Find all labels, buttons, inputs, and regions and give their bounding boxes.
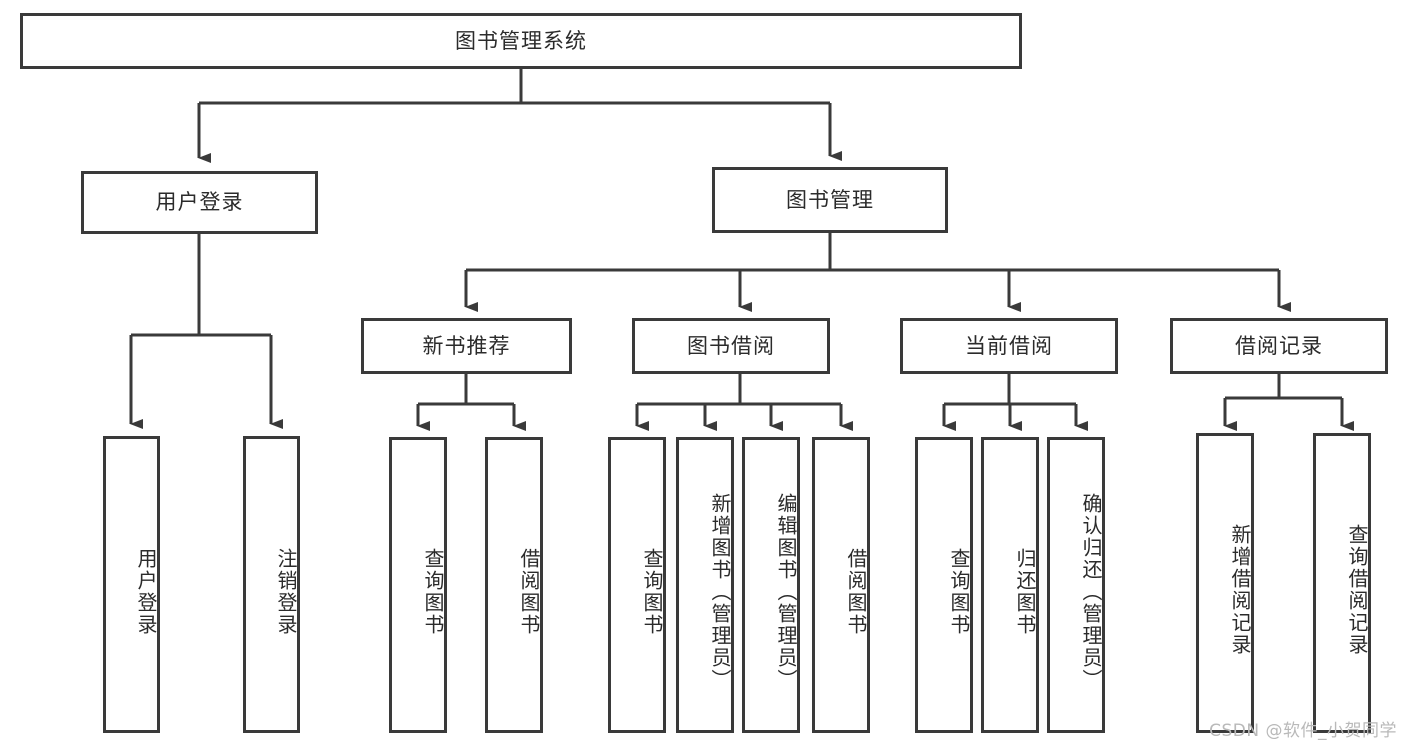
- node-borrow-record[interactable]: 借阅记录: [1170, 318, 1388, 374]
- node-label: 注销登录: [274, 547, 298, 636]
- node-leaf-query-book-borrow[interactable]: 查询图书: [608, 437, 666, 733]
- node-label: 新书推荐: [422, 333, 511, 358]
- node-leaf-query-book-current[interactable]: 查询图书: [915, 437, 973, 733]
- node-label: 用户登录: [155, 190, 244, 215]
- node-leaf-return-book[interactable]: 归还图书: [981, 437, 1039, 733]
- node-label: 借阅图书: [517, 548, 541, 636]
- node-label: 查询图书: [640, 548, 664, 636]
- node-label: 查询图书: [947, 548, 971, 636]
- node-label: 当前借阅: [965, 333, 1053, 358]
- node-label: 编辑图书（管理员）: [774, 493, 798, 691]
- node-root-book-management-system[interactable]: 图书管理系统: [20, 13, 1022, 69]
- node-leaf-borrow-book-recommend[interactable]: 借阅图书: [485, 437, 543, 733]
- node-leaf-user-login[interactable]: 用户登录: [103, 436, 160, 733]
- node-label: 借阅记录: [1235, 333, 1323, 358]
- node-label: 借阅图书: [844, 548, 868, 636]
- node-leaf-add-book-admin[interactable]: 新增图书（管理员）: [676, 437, 734, 733]
- node-label: 图书管理: [786, 187, 874, 212]
- node-leaf-edit-book-admin[interactable]: 编辑图书（管理员）: [742, 437, 800, 733]
- node-current-borrow[interactable]: 当前借阅: [900, 318, 1118, 374]
- node-leaf-borrow-book[interactable]: 借阅图书: [812, 437, 870, 733]
- node-label: 查询借阅记录: [1345, 524, 1369, 656]
- node-leaf-query-borrow-record[interactable]: 查询借阅记录: [1313, 433, 1371, 733]
- node-label: 用户登录: [134, 547, 158, 636]
- node-user-login[interactable]: 用户登录: [81, 171, 318, 234]
- node-label: 归还图书: [1013, 548, 1037, 636]
- node-label: 图书借阅: [687, 333, 775, 358]
- node-label: 确认归还（管理员）: [1079, 493, 1103, 691]
- csdn-watermark: CSDN @软件_小贺同学: [1209, 721, 1397, 741]
- node-new-book-recommendation[interactable]: 新书推荐: [361, 318, 572, 374]
- node-label: 查询图书: [421, 548, 445, 636]
- node-label: 新增借阅记录: [1228, 524, 1252, 656]
- node-leaf-logout[interactable]: 注销登录: [243, 436, 300, 733]
- node-book-management[interactable]: 图书管理: [712, 167, 948, 233]
- node-label: 新增图书（管理员）: [708, 493, 732, 691]
- node-leaf-query-book-recommend[interactable]: 查询图书: [389, 437, 447, 733]
- node-label: 图书管理系统: [455, 28, 587, 53]
- node-book-borrow[interactable]: 图书借阅: [632, 318, 830, 374]
- node-leaf-add-borrow-record[interactable]: 新增借阅记录: [1196, 433, 1254, 733]
- node-leaf-confirm-return-admin[interactable]: 确认归还（管理员）: [1047, 437, 1105, 733]
